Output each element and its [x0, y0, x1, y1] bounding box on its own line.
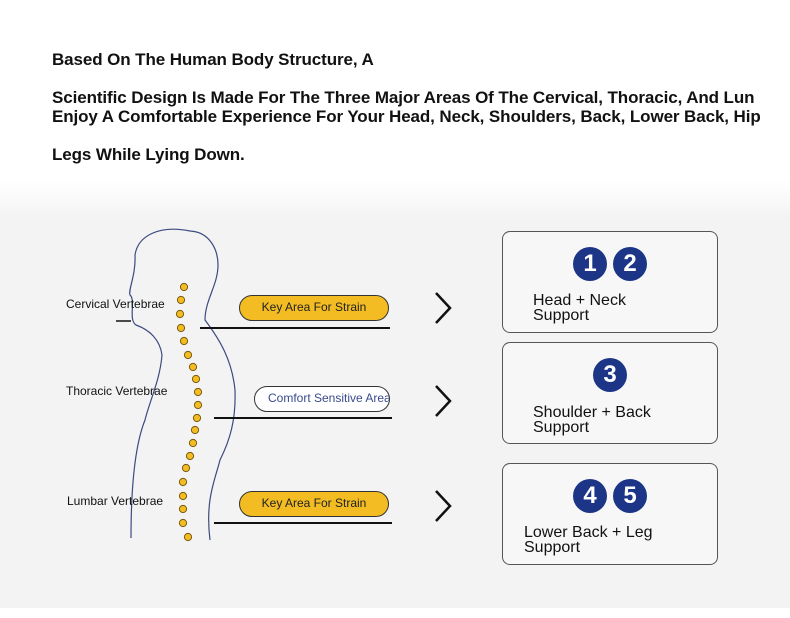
vertebra-dot: [181, 463, 191, 473]
badge-4: 4: [573, 479, 607, 513]
badge-5: 5: [613, 479, 647, 513]
vertebra-dot: [193, 400, 203, 410]
vertebra-dot: [185, 451, 195, 461]
badge-1: 1: [573, 247, 607, 281]
vertebra-dot: [178, 518, 188, 528]
vertebra-dot: [179, 336, 189, 346]
label-lumbar: Lumbar Vertebrae: [67, 494, 164, 508]
pill-comfort-area: Comfort Sensitive Area: [254, 386, 390, 412]
intro-line-1: Based On The Human Body Structure, A: [52, 50, 374, 69]
vertebra-dot: [188, 362, 198, 372]
vertebra-dot: [178, 477, 188, 487]
label-cervical: Cervical Vertebrae: [66, 297, 165, 311]
chevron-right-icon: [435, 385, 452, 417]
badge-3: 3: [593, 358, 627, 392]
intro-line-4: Legs While Lying Down.: [52, 145, 245, 164]
vertebra-dot: [183, 532, 193, 542]
vertebra-dot: [191, 374, 201, 384]
divider-line-1: [200, 327, 390, 329]
pill-key-area-1: Key Area For Strain: [239, 295, 389, 321]
vertebra-dot: [188, 438, 198, 448]
vertebra-dot: [183, 350, 193, 360]
vertebra-dot: [176, 323, 186, 333]
vertebra-dot: [193, 387, 203, 397]
intro-line-2: Scientific Design Is Made For The Three …: [52, 88, 755, 107]
divider-line-3: [214, 522, 392, 524]
chevron-right-icon: [435, 490, 452, 522]
vertebra-dot: [175, 309, 185, 319]
vertebra-dot: [190, 425, 200, 435]
badge-2: 2: [613, 247, 647, 281]
divider-line-2: [214, 417, 392, 419]
pill-key-area-2: Key Area For Strain: [239, 491, 389, 517]
vertebra-dot: [179, 282, 189, 292]
vertebra-dot: [192, 413, 202, 423]
label-thoracic: Thoracic Vertebrae: [66, 384, 168, 398]
chevron-right-icon: [435, 292, 452, 324]
vertebra-dot: [176, 295, 186, 305]
intro-line-3: Enjoy A Comfortable Experience For Your …: [52, 107, 761, 126]
vertebra-dot: [178, 491, 188, 501]
vertebra-dot: [178, 504, 188, 514]
